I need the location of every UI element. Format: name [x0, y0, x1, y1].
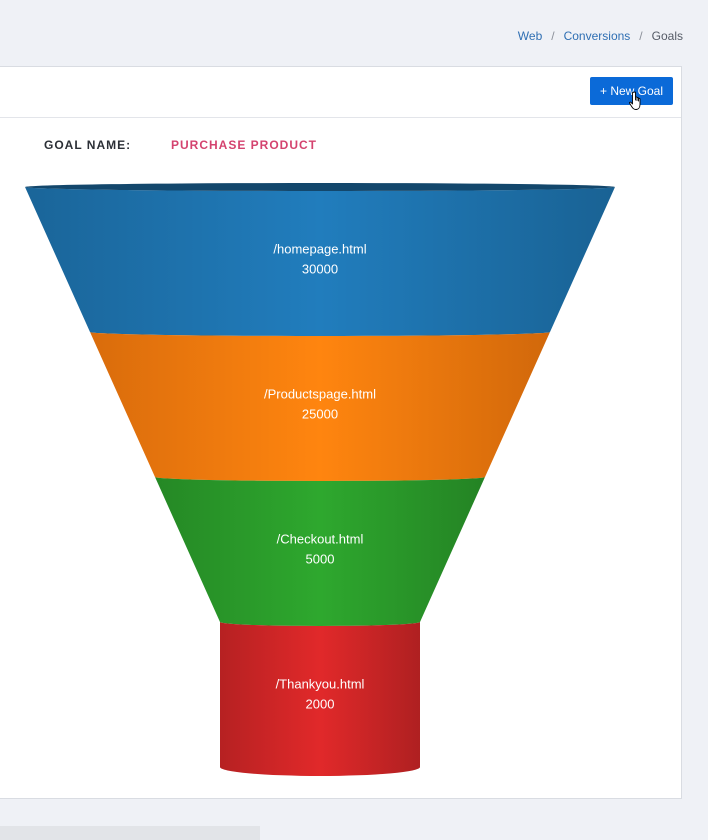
breadcrumb-conversions[interactable]: Conversions [563, 29, 631, 43]
breadcrumb-separator: / [551, 29, 555, 43]
funnel-stage-value: 5000 [306, 552, 335, 567]
funnel-stage-1 [25, 187, 615, 336]
breadcrumb-separator: / [639, 29, 643, 43]
funnel-stage-4 [220, 622, 420, 776]
funnel-stage-value: 30000 [302, 262, 338, 277]
funnel-stage-label: /Thankyou.html [276, 677, 365, 692]
funnel-stage-label: /homepage.html [273, 242, 366, 257]
breadcrumb-web[interactable]: Web [517, 29, 543, 43]
funnel-stage-value: 2000 [306, 697, 335, 712]
bottom-strip [0, 826, 260, 840]
breadcrumb-current: Goals [651, 29, 683, 43]
funnel-stage-label: /Productspage.html [264, 387, 376, 402]
funnel-stage-2 [90, 332, 550, 481]
goal-name-value: PURCHASE PRODUCT [171, 138, 318, 152]
funnel-stage-value: 25000 [302, 407, 338, 422]
funnel-top-rim [25, 183, 615, 191]
goal-name-row: GOAL NAME: PURCHASE PRODUCT [44, 138, 317, 152]
breadcrumb: Web / Conversions / Goals [518, 29, 683, 43]
funnel-chart: /homepage.html 30000/Productspage.html 250… [25, 183, 615, 776]
goal-name-label: GOAL NAME: [44, 138, 132, 152]
goal-card: + New Goal GOAL NAME: PURCHASE PRODUCT /… [0, 66, 682, 799]
funnel-stage-label: /Checkout.html [277, 532, 364, 547]
funnel-stage-3 [155, 477, 485, 626]
